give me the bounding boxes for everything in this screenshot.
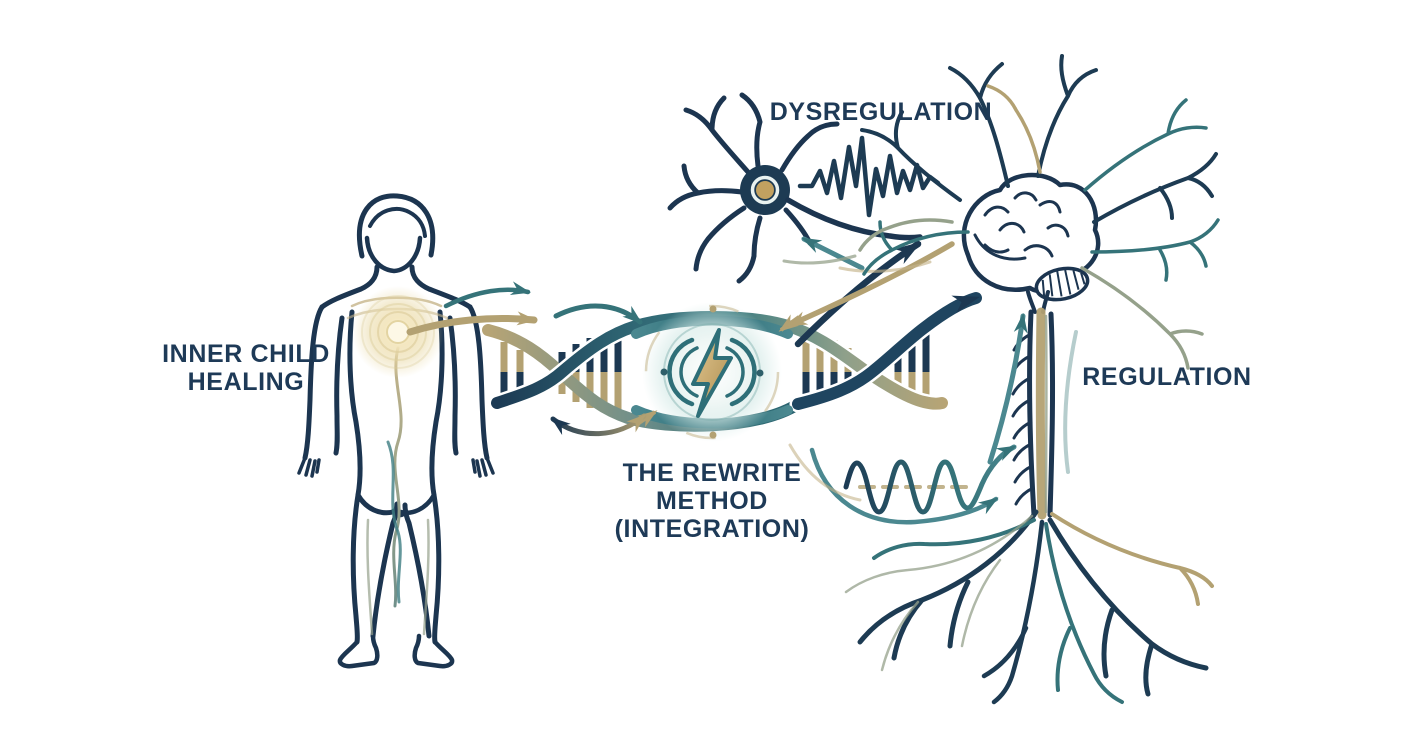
dysregulated-waveform (797, 135, 941, 218)
heart-glow (352, 286, 444, 378)
lightning-bolt-icon (691, 328, 733, 418)
loop-arrows (782, 236, 955, 348)
dna-strand-b (491, 311, 948, 410)
label-regulation: REGULATION (1082, 363, 1251, 391)
labels: DYSREGULATION INNER CHILD HEALING THE RE… (162, 98, 1251, 543)
regulated-waveform (788, 443, 1017, 525)
neural-branches (858, 54, 1220, 370)
axon (785, 197, 923, 241)
label-rewrite-3: (INTEGRATION) (615, 515, 810, 543)
neuron-nucleus (756, 181, 774, 199)
neuron (667, 92, 923, 284)
brain-gyri (973, 191, 1070, 261)
dna-cycle-arrows (550, 303, 647, 437)
spinal-cord (987, 307, 1078, 520)
label-rewrite-1: THE REWRITE (623, 459, 802, 487)
long-bottom-arrow (809, 447, 999, 525)
label-inner-child-2: HEALING (188, 368, 305, 396)
teal-arc-arrow (553, 303, 643, 325)
root-network (844, 509, 1214, 705)
brain-to-dna-arrow (787, 241, 955, 328)
smooth-wave-arrow (843, 444, 1017, 515)
body-to-dna-arrows (406, 281, 538, 336)
dna-helix (482, 289, 985, 432)
light-arc (1063, 330, 1078, 474)
dna-strand-a-arrow (792, 292, 982, 410)
brain-outline (961, 172, 1101, 294)
to-neuron-arrow (801, 236, 865, 271)
tan-flow-arrow (406, 311, 538, 336)
brain (961, 172, 1101, 314)
spine-up-arrow (987, 313, 1028, 465)
double-headed-arrow (550, 413, 647, 437)
label-dysregulation: DYSREGULATION (770, 98, 993, 126)
dna-to-brain-arrow (794, 240, 922, 348)
label-inner-child-1: INNER CHILD (162, 340, 330, 368)
label-rewrite-2: METHOD (656, 487, 768, 515)
teal-flow-arrow (443, 281, 531, 309)
